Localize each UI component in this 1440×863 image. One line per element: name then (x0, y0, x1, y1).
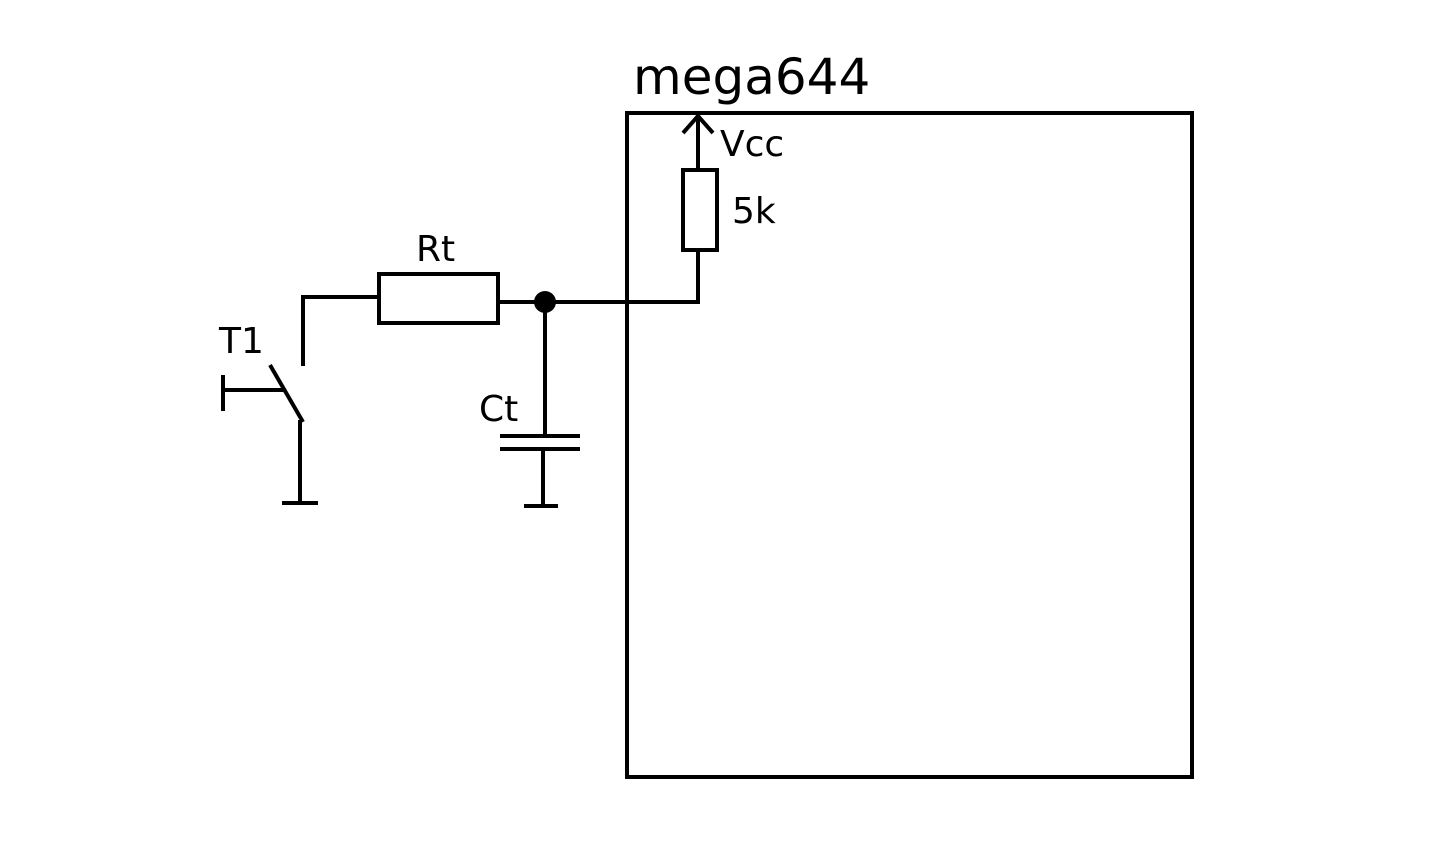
mcu-body (625, 111, 1194, 779)
timing-capacitor (500, 302, 580, 508)
vcc-label: Vcc (720, 124, 784, 165)
switch-rt-wire (301, 295, 379, 366)
pullup-wire (545, 250, 700, 304)
pullup-resistor (681, 168, 719, 252)
mcu-label: mega644 (633, 48, 870, 106)
timing-capacitor-label: Ct (479, 389, 518, 430)
timing-resistor-label: Rt (416, 229, 455, 270)
switch-t1 (221, 363, 318, 505)
switch-label: T1 (218, 321, 264, 362)
pullup-resistor-label: 5k (732, 191, 776, 232)
timing-resistor (377, 272, 500, 325)
vcc-arrow (681, 112, 715, 170)
